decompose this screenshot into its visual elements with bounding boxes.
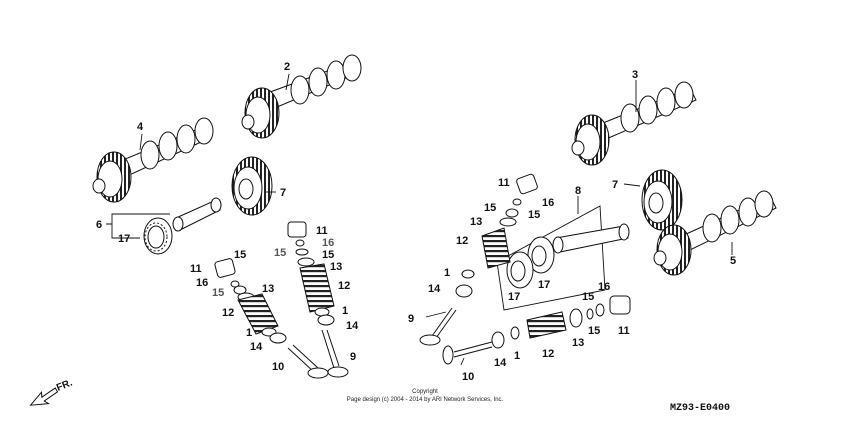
diagram-code: MZ93-E0400 (670, 403, 730, 414)
camshaft-part-5 (653, 190, 777, 276)
callout-16-right-b: 16 (598, 281, 610, 293)
callout-12-right-a: 12 (456, 235, 468, 247)
callout-1-right-a: 1 (444, 267, 450, 279)
callout-16-left-a: 16 (196, 277, 208, 289)
callout-15-left-a-top: 15 (234, 249, 246, 261)
front-direction-indicator: FR. (29, 377, 74, 406)
callout-16-left-b: 16 (322, 237, 334, 249)
callout-14-left-b: 14 (346, 320, 359, 332)
callout-1-right-b: 1 (514, 350, 520, 362)
gear-part-7-left (231, 156, 273, 216)
callout-9-right: 9 (408, 313, 414, 325)
callout-17-right-a: 17 (508, 291, 520, 303)
callout-8: 8 (575, 185, 581, 197)
callout-7-right: 7 (612, 179, 618, 191)
callout-4: 4 (137, 121, 144, 133)
callout-12-left-a: 12 (222, 307, 234, 319)
front-label: FR. (55, 377, 74, 393)
valve-train-right-a (419, 173, 538, 346)
callout-1-left-b: 1 (342, 305, 348, 317)
callout-numbers: 2 4 7 6 17 11 16 15 15 13 12 1 14 10 11 … (96, 61, 736, 383)
callout-2: 2 (284, 61, 290, 73)
callout-6: 6 (96, 219, 102, 231)
callout-17-right-b: 17 (538, 279, 550, 291)
callout-15-left-a-bottom: 15 (212, 287, 224, 299)
callout-15-right-b-top: 15 (582, 291, 594, 303)
callout-15-right-a-right: 15 (528, 209, 540, 221)
copyright-line-2: Page design (c) 2004 - 2014 by ARI Netwo… (347, 397, 504, 403)
camshaft-part-4 (92, 117, 214, 203)
callout-15-right-b-bottom: 15 (588, 325, 600, 337)
callout-15-right-a-left: 15 (484, 202, 496, 214)
callout-16-right-a: 16 (542, 197, 554, 209)
front-arrow-icon (29, 387, 59, 406)
callout-13-right-b: 13 (572, 337, 584, 349)
copyright-line-1: Copyright (412, 389, 438, 395)
callout-9-left: 9 (350, 351, 356, 363)
callout-7-left: 7 (280, 187, 286, 199)
callout-10-left: 10 (272, 361, 284, 373)
camshaft-part-2 (241, 54, 362, 139)
callout-15-left-b-left: 15 (274, 247, 286, 259)
callout-13-right-a: 13 (470, 216, 482, 228)
gear-part-7-right (641, 169, 683, 231)
callout-14-right-a: 14 (428, 283, 441, 295)
camshaft-part-3 (571, 81, 697, 166)
valve-train-left-a (214, 258, 329, 379)
callout-5: 5 (730, 255, 736, 267)
callout-13-left-a: 13 (262, 283, 274, 295)
callout-1-left-a: 1 (246, 327, 252, 339)
bearing-part-17-left (143, 217, 173, 255)
callout-15-left-b-right: 15 (322, 249, 334, 261)
callout-11-right-a: 11 (498, 177, 510, 189)
callout-14-left-a: 14 (250, 341, 263, 353)
callout-12-right-b: 12 (542, 348, 554, 360)
shaft-part-6 (172, 197, 222, 232)
callout-11-left-a: 11 (190, 263, 202, 275)
valve-train-left-b (287, 221, 349, 378)
callout-17-left: 17 (118, 233, 130, 245)
leader-lines (106, 73, 733, 366)
callout-13-left-b: 13 (330, 261, 342, 273)
shaft-assembly-part-8 (496, 205, 630, 311)
callout-12-left-b: 12 (338, 280, 350, 292)
callout-14-right-b: 14 (494, 357, 507, 369)
callout-3: 3 (632, 69, 638, 81)
callout-10-right: 10 (462, 371, 474, 383)
callout-11-right-b: 11 (618, 325, 630, 337)
callout-11-left-b: 11 (316, 225, 328, 237)
valve-train-right-b (442, 295, 631, 365)
